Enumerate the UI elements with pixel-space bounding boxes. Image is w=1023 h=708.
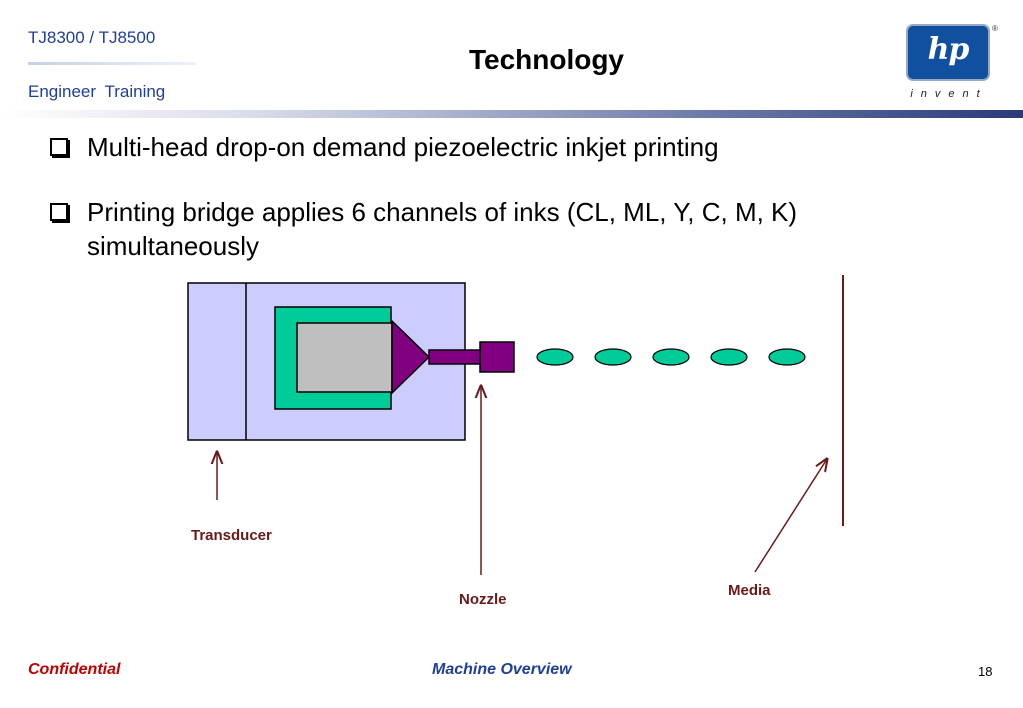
- header-divider: [28, 62, 196, 65]
- nozzle-cone: [391, 319, 431, 395]
- hp-logo-letters: hp: [927, 32, 970, 67]
- section-label: Machine Overview: [432, 661, 572, 678]
- header-gradient-bar: [0, 110, 1023, 118]
- nozzle-label: Nozzle: [459, 591, 507, 608]
- checkbox-bullet-icon: [50, 203, 68, 221]
- nozzle-tip: [479, 341, 515, 373]
- hp-invent-tagline: invent: [910, 88, 988, 100]
- media-arrow: [754, 459, 827, 573]
- ink-drops: [536, 348, 806, 366]
- page-number: 18: [978, 664, 993, 679]
- ink-drop: [710, 348, 748, 366]
- media-label: Media: [728, 582, 771, 599]
- hp-logo: hp: [906, 24, 990, 81]
- ink-drop: [594, 348, 632, 366]
- header-course: Engineer Training: [28, 82, 166, 101]
- ink-drop: [768, 348, 806, 366]
- bullet-text: Printing bridge applies 6 channels of in…: [87, 197, 798, 261]
- confidential-label: Confidential: [28, 661, 121, 678]
- transducer-label: Transducer: [191, 527, 272, 544]
- ink-drop: [652, 348, 690, 366]
- header-model: TJ8300 / TJ8500: [28, 28, 156, 47]
- registered-mark: ®: [992, 24, 998, 33]
- bullet-text: Multi-head drop-on demand piezoelectric …: [87, 132, 719, 162]
- checkbox-bullet-icon: [50, 138, 68, 156]
- nozzle-channel: [428, 349, 482, 365]
- ink-drop: [536, 348, 574, 366]
- chamber-inner: [296, 322, 393, 393]
- slide-title: Technology: [468, 44, 625, 75]
